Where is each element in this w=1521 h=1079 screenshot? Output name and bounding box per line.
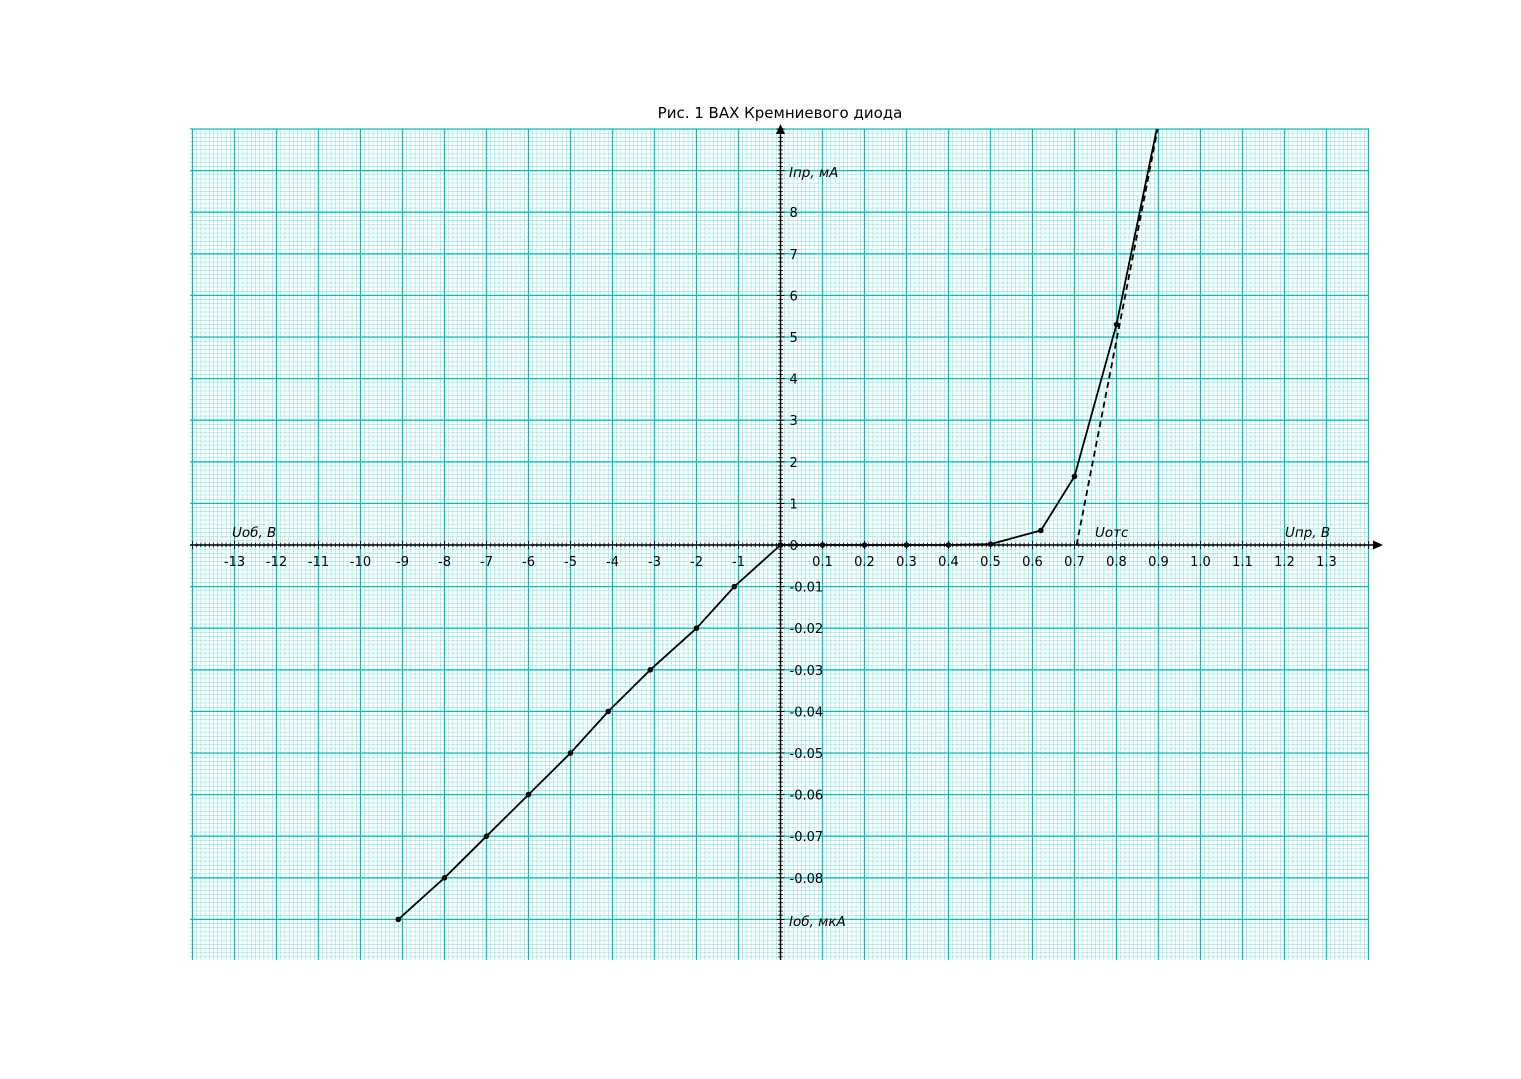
x-tick-label: 0.5 — [980, 555, 1001, 570]
reverse-data-point — [441, 875, 448, 881]
x-tick-label: 1.2 — [1274, 555, 1295, 570]
reverse-data-point — [731, 583, 738, 590]
tangent-line — [1075, 129, 1159, 546]
x-axis-arrow — [1373, 540, 1383, 550]
axis-labels: Iпр, мА Uпр, В Uоб, В Iоб, мкА Uотс — [232, 165, 1330, 930]
x-tick-label: -8 — [438, 555, 451, 570]
x-tick-label: -11 — [308, 555, 329, 570]
x-tick-label: -10 — [350, 555, 371, 570]
reverse-data-point — [525, 791, 532, 798]
reverse-data-point — [567, 750, 574, 756]
x-tick-label: 0.1 — [812, 555, 833, 570]
y-tick-label: 4 — [790, 373, 798, 388]
reverse-data-point — [395, 916, 402, 923]
tick-labels: 0.1 0.2 0.3 0.4 0.5 0.6 0.7 0.8 0.9 1.0 1.1 1.2 1.3 -… — [224, 206, 1337, 887]
y-tick-label: -0.05 — [790, 747, 824, 762]
x-tick-label: 0.2 — [854, 555, 875, 570]
reverse-data-point — [693, 625, 700, 631]
forward-voltage-label: Uпр, В — [1285, 525, 1330, 541]
x-tick-label: -9 — [396, 555, 409, 570]
forward-data-point — [1071, 473, 1078, 480]
x-tick-label: -12 — [266, 555, 287, 570]
chart-title: Рис. 1 ВАХ Кремниевого диода — [657, 104, 903, 122]
x-tick-label: -4 — [606, 555, 619, 570]
y-tick-label: 0 — [790, 539, 798, 554]
forward-data-point — [1156, 118, 1162, 124]
y-tick-label: -0.01 — [790, 581, 824, 596]
forward-current-label: Iпр, мА — [789, 165, 838, 181]
reverse-data-point — [483, 833, 490, 839]
forward-data-point — [861, 542, 868, 548]
x-tick-label: 1.3 — [1316, 555, 1337, 570]
x-tick-label: -7 — [480, 555, 493, 570]
y-tick-label: -0.04 — [790, 705, 824, 720]
y-tick-label: -0.03 — [790, 664, 824, 679]
y-tick-label: 1 — [790, 497, 798, 512]
y-tick-label: 8 — [790, 206, 798, 221]
x-tick-label: -2 — [690, 555, 703, 570]
y-tick-label: 5 — [790, 331, 798, 346]
x-tick-label: 0.6 — [1022, 555, 1043, 570]
forward-data-point — [987, 541, 994, 547]
forward-data-point — [903, 542, 910, 548]
reverse-series-line — [397, 544, 782, 921]
y-tick-label: -0.06 — [790, 789, 824, 804]
reverse-current-label: Iоб, мкА — [789, 914, 846, 930]
reverse-data-point — [605, 708, 612, 715]
x-tick-label: -6 — [522, 555, 535, 570]
series-layer — [395, 118, 1162, 923]
forward-data-point — [945, 542, 952, 548]
y-tick-label: 3 — [790, 414, 798, 429]
forward-data-point — [819, 542, 826, 548]
forward-series-line — [780, 129, 1158, 546]
reverse-data-point — [647, 667, 654, 673]
y-tick-label: 7 — [790, 248, 798, 263]
y-tick-label: -0.02 — [790, 622, 824, 637]
x-tick-label: 0.9 — [1148, 555, 1169, 570]
x-tick-label: -1 — [732, 555, 745, 570]
x-tick-label: -5 — [564, 555, 577, 570]
y-tick-label: 2 — [790, 456, 798, 471]
x-tick-label: 0.7 — [1064, 555, 1085, 570]
cutoff-voltage-label: Uотс — [1095, 525, 1129, 541]
forward-data-point — [1113, 321, 1120, 328]
x-tick-label: 1.0 — [1190, 555, 1211, 570]
reverse-data-point — [777, 542, 784, 548]
reverse-voltage-label: Uоб, В — [232, 525, 276, 541]
x-tick-label: -13 — [224, 555, 245, 570]
y-tick-label: -0.07 — [790, 830, 824, 845]
x-tick-label: -3 — [648, 555, 661, 570]
y-tick-label: 6 — [790, 289, 798, 304]
x-tick-label: 0.8 — [1106, 555, 1127, 570]
y-tick-label: -0.08 — [790, 872, 824, 887]
x-tick-label: 0.4 — [938, 555, 959, 570]
x-tick-label: 0.3 — [896, 555, 917, 570]
x-tick-label: 1.1 — [1232, 555, 1253, 570]
forward-data-point — [1038, 527, 1044, 534]
